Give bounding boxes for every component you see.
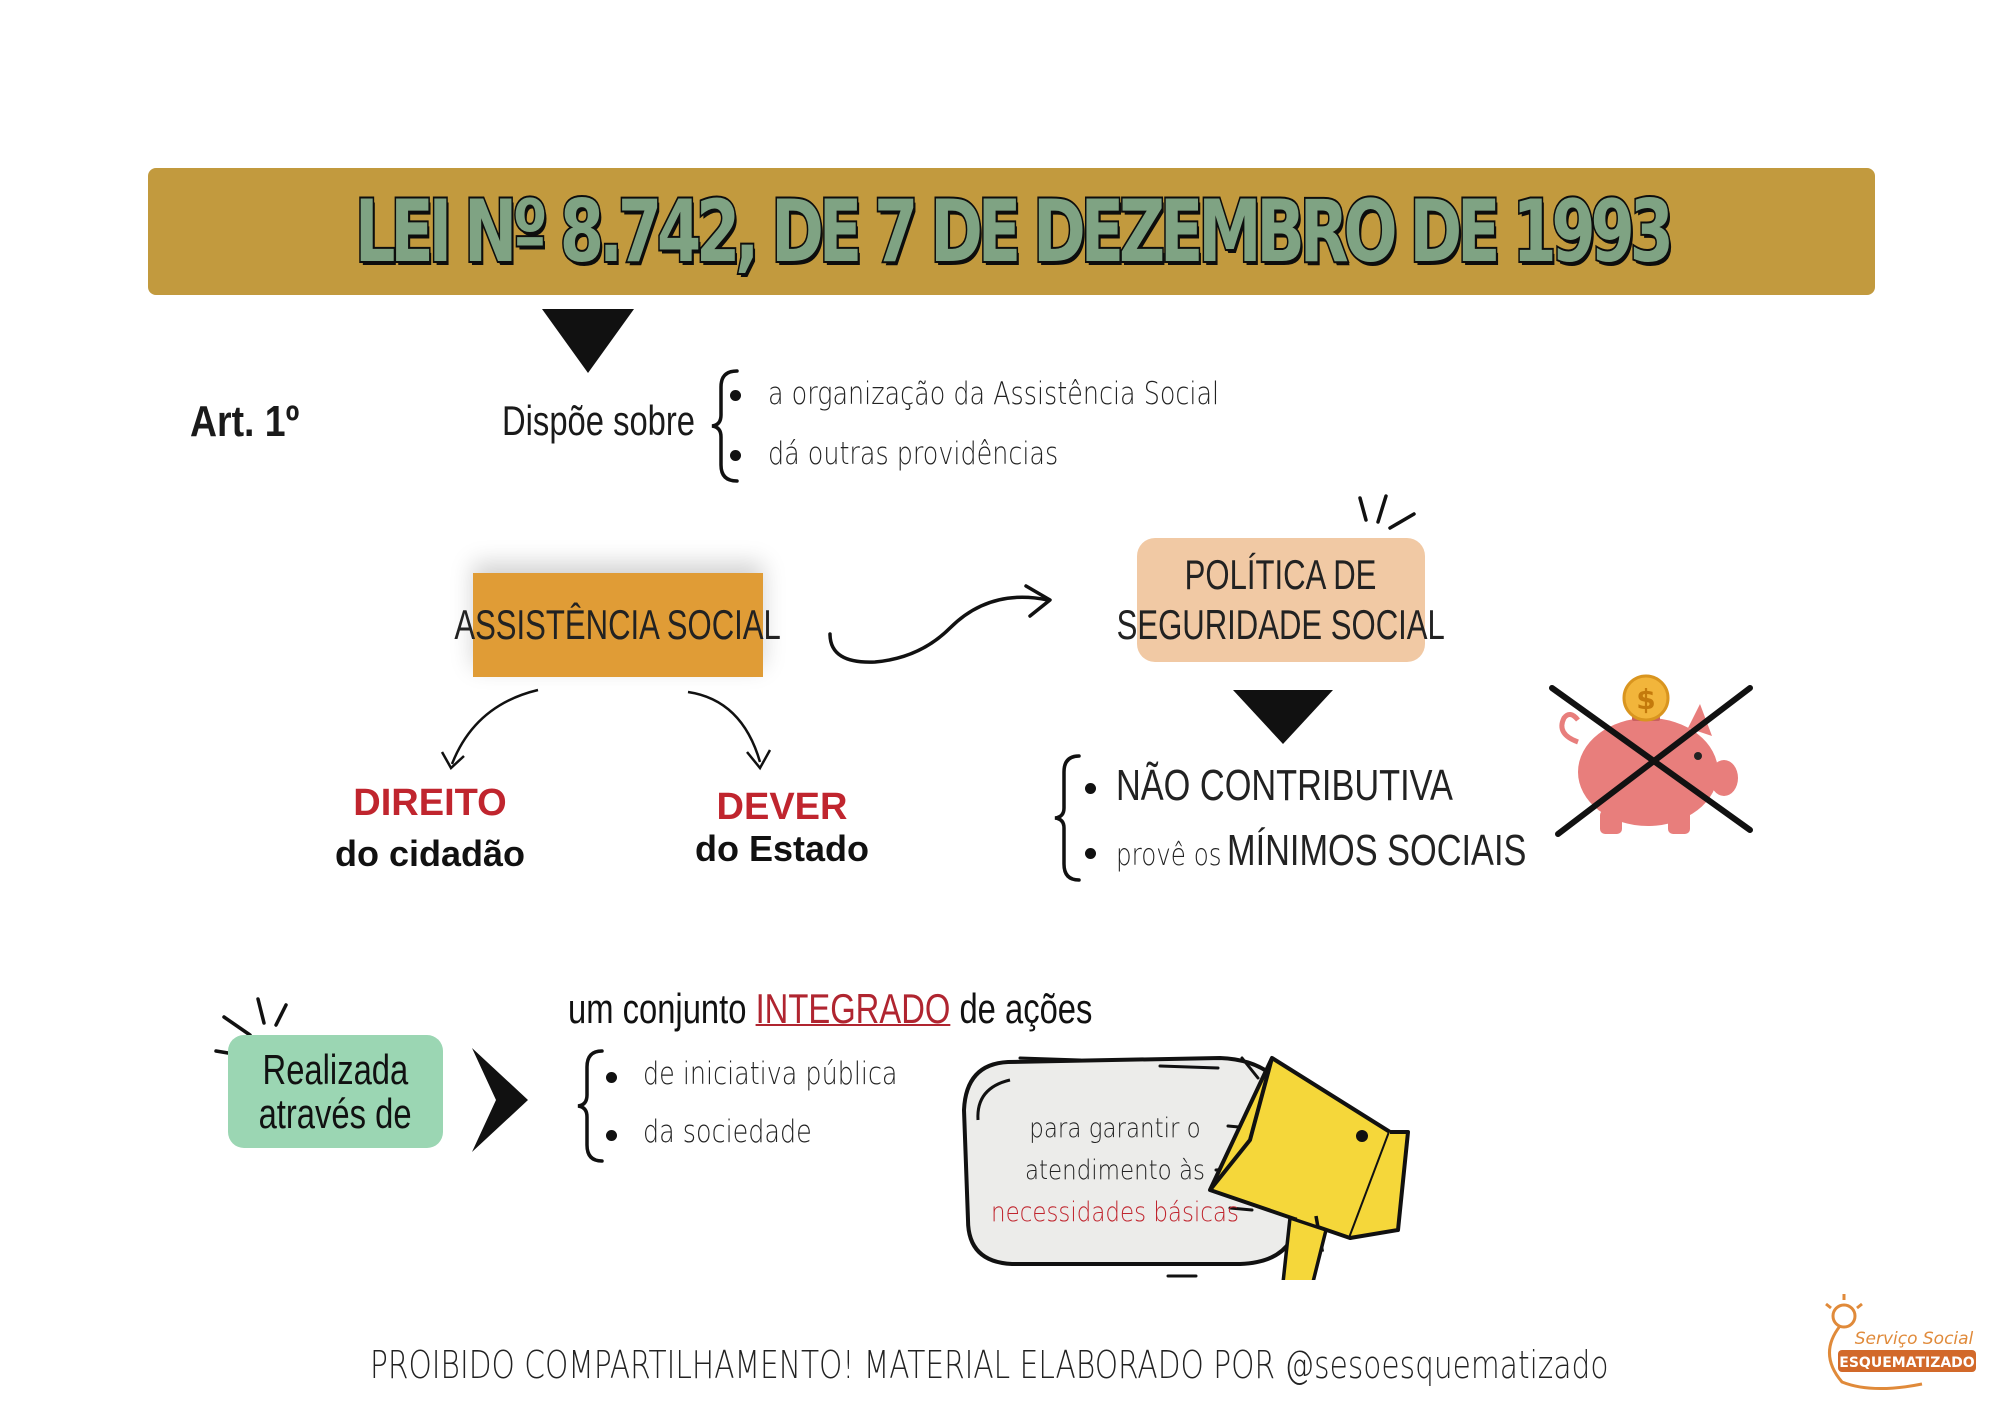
bullet bbox=[606, 1130, 617, 1141]
bullet bbox=[1085, 783, 1096, 794]
realizada-line2: através de bbox=[259, 1089, 412, 1137]
title-banner: LEI Nº 8.742, DE 7 DE DEZEMBRO DE 1993 bbox=[148, 168, 1875, 295]
curly-brace-icon bbox=[711, 369, 739, 483]
realizada-line1: Realizada bbox=[262, 1045, 409, 1093]
conjunto-after: de ações bbox=[959, 985, 1093, 1032]
conjunto-item-sociedade: da sociedade bbox=[643, 1114, 812, 1150]
nao-contributiva: NÃO CONTRIBUTIVA bbox=[1116, 761, 1453, 810]
integrado-highlight: INTEGRADO bbox=[755, 985, 951, 1032]
logo-line2: ESQUEMATIZADO bbox=[1839, 1355, 1975, 1371]
dever-rest: do Estado bbox=[694, 828, 870, 869]
footer-notice: PROIBIDO COMPARTILHAMENTO! MATERIAL ELAB… bbox=[370, 1343, 1609, 1387]
bullet bbox=[730, 390, 741, 401]
assistencia-label: ASSISTÊNCIA SOCIAL bbox=[454, 601, 782, 648]
logo-line1: Serviço Social bbox=[1855, 1329, 1974, 1349]
curly-brace-icon bbox=[577, 1049, 604, 1163]
direito-keyword: DIREITO bbox=[353, 782, 507, 824]
curly-brace-icon bbox=[1054, 754, 1081, 882]
logo-mark-icon: Serviço Social ESQUEMATIZADO bbox=[1825, 1294, 1976, 1390]
squiggle-arrow-icon bbox=[828, 584, 1052, 664]
prove-os: provê os bbox=[1116, 838, 1222, 873]
realizada-box: Realizada através de bbox=[228, 1035, 443, 1148]
dever-keyword: DEVER bbox=[716, 786, 848, 828]
dispoe-item-organizacao: a organização da Assistência Social bbox=[768, 376, 1220, 412]
minimos-sociais: MÍNIMOS SOCIAIS bbox=[1226, 826, 1527, 875]
right-arrow-icon bbox=[472, 1048, 528, 1152]
branch-arrows-icon bbox=[440, 688, 772, 771]
garantir-line1: para garantir o bbox=[1029, 1113, 1201, 1144]
garantir-line2: atendimento às bbox=[1024, 1155, 1206, 1186]
megaphone-bubble-icon bbox=[961, 1055, 1410, 1280]
direito-rest: do cidadão bbox=[334, 833, 526, 874]
coin-symbol: $ bbox=[1636, 683, 1655, 716]
down-arrow-icon bbox=[1233, 690, 1333, 744]
assistencia-box: ASSISTÊNCIA SOCIAL bbox=[455, 573, 781, 677]
page-title: LEI Nº 8.742, DE 7 DE DEZEMBRO DE 1993 bbox=[353, 180, 1675, 284]
necessidades-basicas: necessidades básicas bbox=[991, 1197, 1239, 1228]
down-arrow-icon bbox=[542, 309, 634, 373]
piggy-bank-icon: $ bbox=[1549, 674, 1753, 837]
dispoe-label: Dispõe sobre bbox=[502, 397, 696, 444]
conjunto-before: um conjunto bbox=[568, 985, 747, 1032]
politica-box: POLÍTICA DE SEGURIDADE SOCIAL bbox=[1117, 538, 1445, 662]
logo: Serviço Social ESQUEMATIZADO bbox=[1802, 1292, 1978, 1396]
conjunto-heading: um conjunto INTEGRADO de ações bbox=[568, 985, 1092, 1033]
bullet bbox=[1085, 848, 1096, 859]
article-label: Art. 1º bbox=[190, 397, 300, 446]
bullet bbox=[730, 450, 741, 461]
politica-line2: SEGURIDADE SOCIAL bbox=[1116, 601, 1446, 648]
bullet bbox=[606, 1072, 617, 1083]
dispoe-item-providencias: dá outras providências bbox=[768, 436, 1059, 472]
garantir-text: para garantir o atendimento às necessida… bbox=[965, 1108, 1265, 1234]
politica-line1: POLÍTICA DE bbox=[1185, 551, 1377, 598]
conjunto-item-publica: de iniciativa pública bbox=[643, 1056, 898, 1092]
